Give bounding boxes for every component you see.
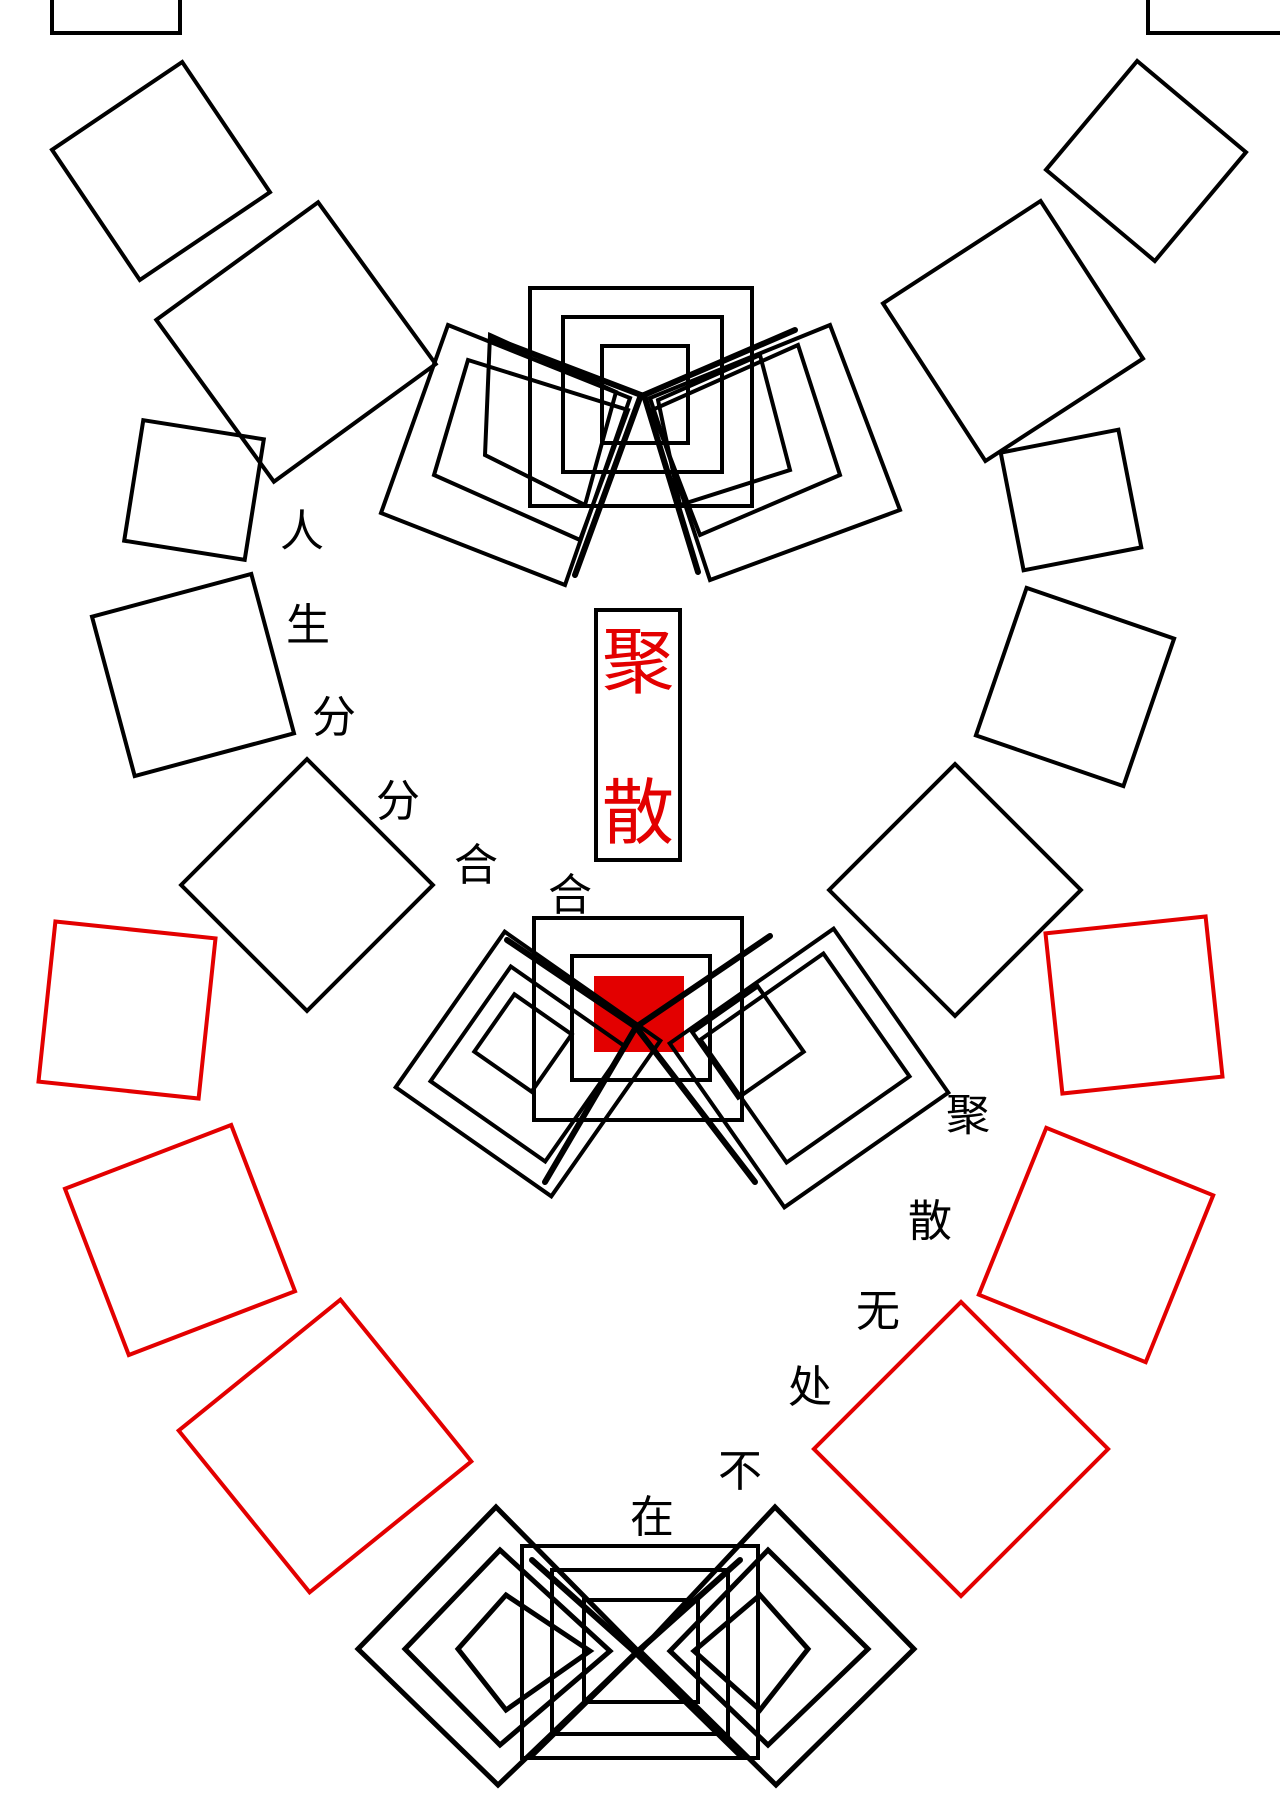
square-shape-17 xyxy=(392,928,664,1200)
mid-cluster-red-core xyxy=(594,976,684,1052)
right-phrase-char-6: 在 xyxy=(630,1492,674,1543)
square-shape-7 xyxy=(880,198,1146,464)
right-phrase-char-3: 无 xyxy=(856,1286,900,1337)
square-shape-13 xyxy=(175,1296,475,1596)
top-cluster-left-wing-middle xyxy=(431,357,631,543)
right-phrase-char-1: 聚 xyxy=(946,1090,990,1141)
bottom-cluster-frame-outer xyxy=(520,1544,760,1760)
shape-layer xyxy=(36,0,1280,1789)
top-cluster-frame-outer xyxy=(528,286,754,508)
title-char-1: 聚 xyxy=(602,620,674,704)
mid-spoke-upper-left xyxy=(504,937,639,1030)
left-phrase-char-3: 分 xyxy=(312,692,356,743)
square-shape-2 xyxy=(153,199,439,485)
top-cluster-left-wing-outer xyxy=(378,322,633,588)
top-cluster-left-wing-inner xyxy=(482,331,619,508)
mid-spoke-upper-right xyxy=(633,933,773,1030)
top-spoke-lower-left xyxy=(572,392,644,578)
square-shape-10 xyxy=(826,761,1084,1019)
square-shape-22 xyxy=(689,983,807,1101)
left-phrase-char-5: 合 xyxy=(454,840,498,891)
bottom-cluster-left-wing-middle xyxy=(401,1546,614,1749)
square-shape-19 xyxy=(471,991,575,1095)
top-cluster-right-wing-middle xyxy=(649,342,843,538)
bottom-cluster-frame-middle xyxy=(550,1568,730,1736)
bottom-spoke-lower-left xyxy=(529,1650,639,1758)
square-shape-16 xyxy=(811,1299,1111,1599)
bottom-cluster-left-wing-outer xyxy=(354,1503,642,1789)
right-phrase-char-2: 散 xyxy=(908,1196,952,1247)
left-phrase-char-1: 人 xyxy=(280,506,324,557)
bottom-cluster-right-wing-inner xyxy=(690,1591,812,1714)
square-shape-8 xyxy=(998,427,1144,573)
edge-square-top-right xyxy=(1146,0,1280,35)
square-shape-9 xyxy=(973,585,1177,789)
bottom-spoke-upper-right xyxy=(633,1557,743,1656)
bottom-spoke-lower-right xyxy=(633,1650,743,1758)
square-shape-11 xyxy=(36,919,218,1101)
bottom-cluster-right-wing-middle xyxy=(666,1546,872,1749)
mid-cluster-frame-outer xyxy=(532,916,744,1122)
right-phrase-char-5: 不 xyxy=(718,1446,762,1497)
left-phrase-char-6: 合 xyxy=(548,870,592,921)
bottom-cluster-frame-inner xyxy=(582,1598,700,1704)
top-cluster-frame-middle xyxy=(561,315,724,474)
top-cluster-right-wing-outer xyxy=(647,322,903,583)
square-shape-15 xyxy=(976,1125,1216,1365)
title-frame xyxy=(594,608,682,862)
square-shape-6 xyxy=(1043,58,1249,264)
square-shape-5 xyxy=(178,756,436,1014)
square-shape-18 xyxy=(427,963,629,1165)
top-spoke-upper-right xyxy=(641,327,798,398)
square-shape-12 xyxy=(62,1122,298,1358)
square-shape-3 xyxy=(121,417,267,563)
right-phrase-char-4: 处 xyxy=(788,1362,832,1413)
left-phrase-char-4: 分 xyxy=(376,776,420,827)
top-spoke-lower-right xyxy=(641,392,701,575)
square-shape-20 xyxy=(666,925,952,1211)
square-shape-4 xyxy=(89,571,297,779)
edge-square-top-left xyxy=(50,0,182,35)
bottom-cluster-right-wing-outer xyxy=(636,1503,918,1789)
top-spoke-upper-left xyxy=(491,336,644,398)
square-shape-1 xyxy=(49,59,273,283)
bottom-cluster-left-wing-inner xyxy=(454,1591,595,1714)
bottom-spoke-upper-left xyxy=(529,1557,639,1656)
mid-spoke-lower-left xyxy=(542,1024,639,1185)
title-char-2: 散 xyxy=(602,771,674,855)
left-phrase-char-2: 生 xyxy=(286,600,330,651)
square-shape-21 xyxy=(697,950,913,1166)
square-shape-14 xyxy=(1043,914,1225,1096)
mid-spoke-lower-right xyxy=(633,1024,758,1185)
